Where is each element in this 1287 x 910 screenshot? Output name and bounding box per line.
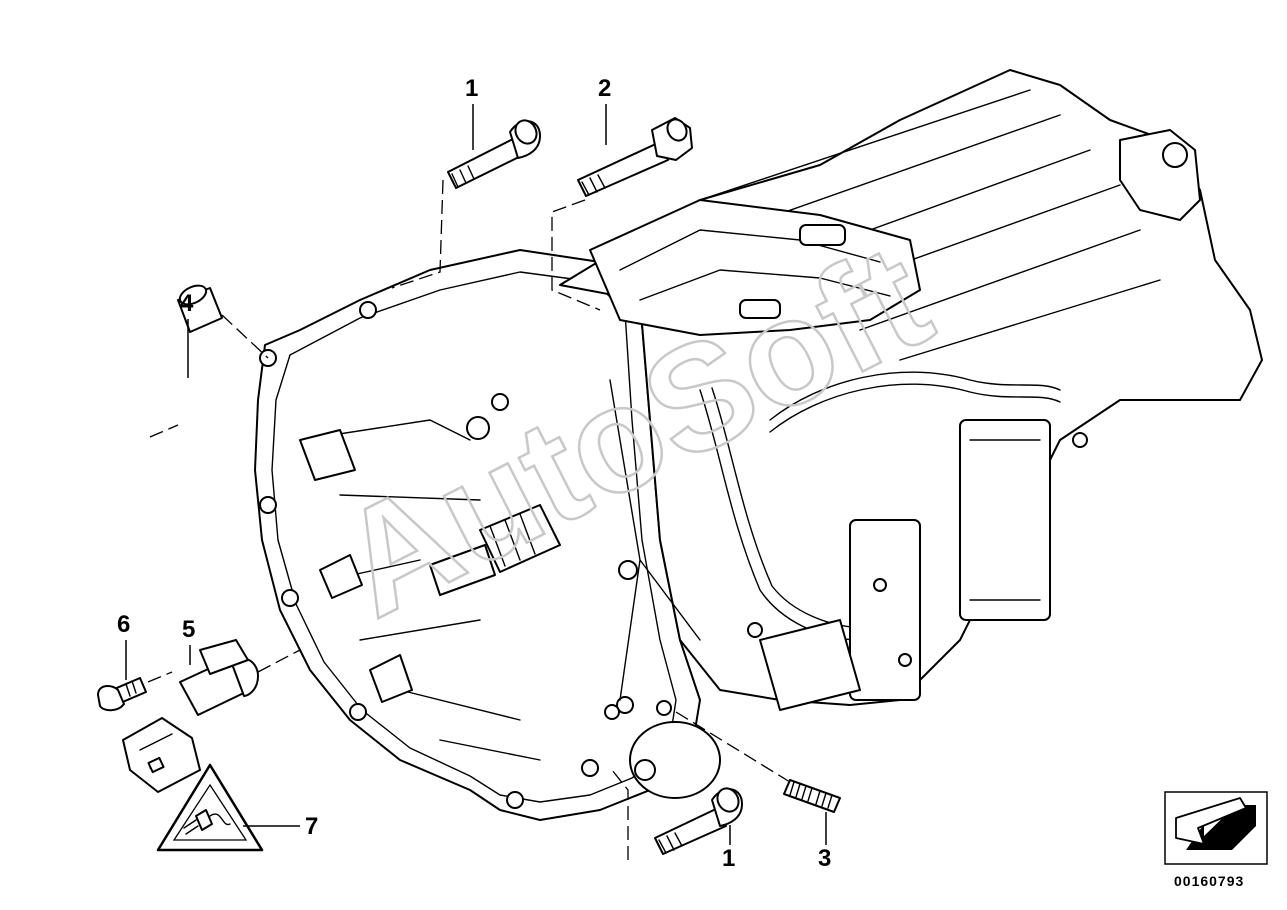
electrical-plug-warning-icon bbox=[183, 809, 231, 835]
part-5-speed-sensor bbox=[122, 639, 301, 793]
callout-label: 6 bbox=[117, 611, 130, 638]
callout-4: 4 bbox=[180, 290, 194, 378]
callout-label: 2 bbox=[598, 75, 611, 102]
callout-label: 1 bbox=[465, 75, 478, 102]
part-6-screw bbox=[97, 671, 173, 712]
bell-housing-bosses bbox=[259, 301, 634, 809]
gearbox-assembly bbox=[254, 69, 1263, 821]
callout-label: 4 bbox=[180, 290, 194, 317]
callout-1-bottom: 1 bbox=[722, 825, 735, 872]
callout-label: 3 bbox=[818, 845, 831, 872]
callout-5: 5 bbox=[182, 616, 195, 665]
part-1-bolt-top bbox=[391, 119, 541, 289]
arrow-back-icon[interactable] bbox=[1175, 797, 1256, 850]
callout-6: 6 bbox=[117, 611, 130, 680]
callouts: 1 2 4 6 5 7 1 3 bbox=[117, 75, 831, 872]
callout-3: 3 bbox=[818, 812, 831, 872]
catalog-number: 00160793 bbox=[1174, 873, 1244, 889]
part-4-dowel-sleeve bbox=[149, 284, 269, 438]
part-3-stud bbox=[675, 711, 841, 813]
callout-label: 5 bbox=[182, 616, 195, 643]
callout-7: 7 bbox=[243, 813, 318, 840]
callout-2: 2 bbox=[598, 75, 611, 145]
back-navigation[interactable] bbox=[1164, 791, 1268, 865]
part-2-flange-bolt bbox=[551, 117, 693, 311]
callout-1-top: 1 bbox=[465, 75, 478, 150]
callout-label: 7 bbox=[305, 813, 318, 840]
part-1-bolt-bottom bbox=[611, 769, 743, 860]
callout-label: 1 bbox=[722, 845, 735, 872]
part-7-warning-label bbox=[156, 763, 264, 852]
